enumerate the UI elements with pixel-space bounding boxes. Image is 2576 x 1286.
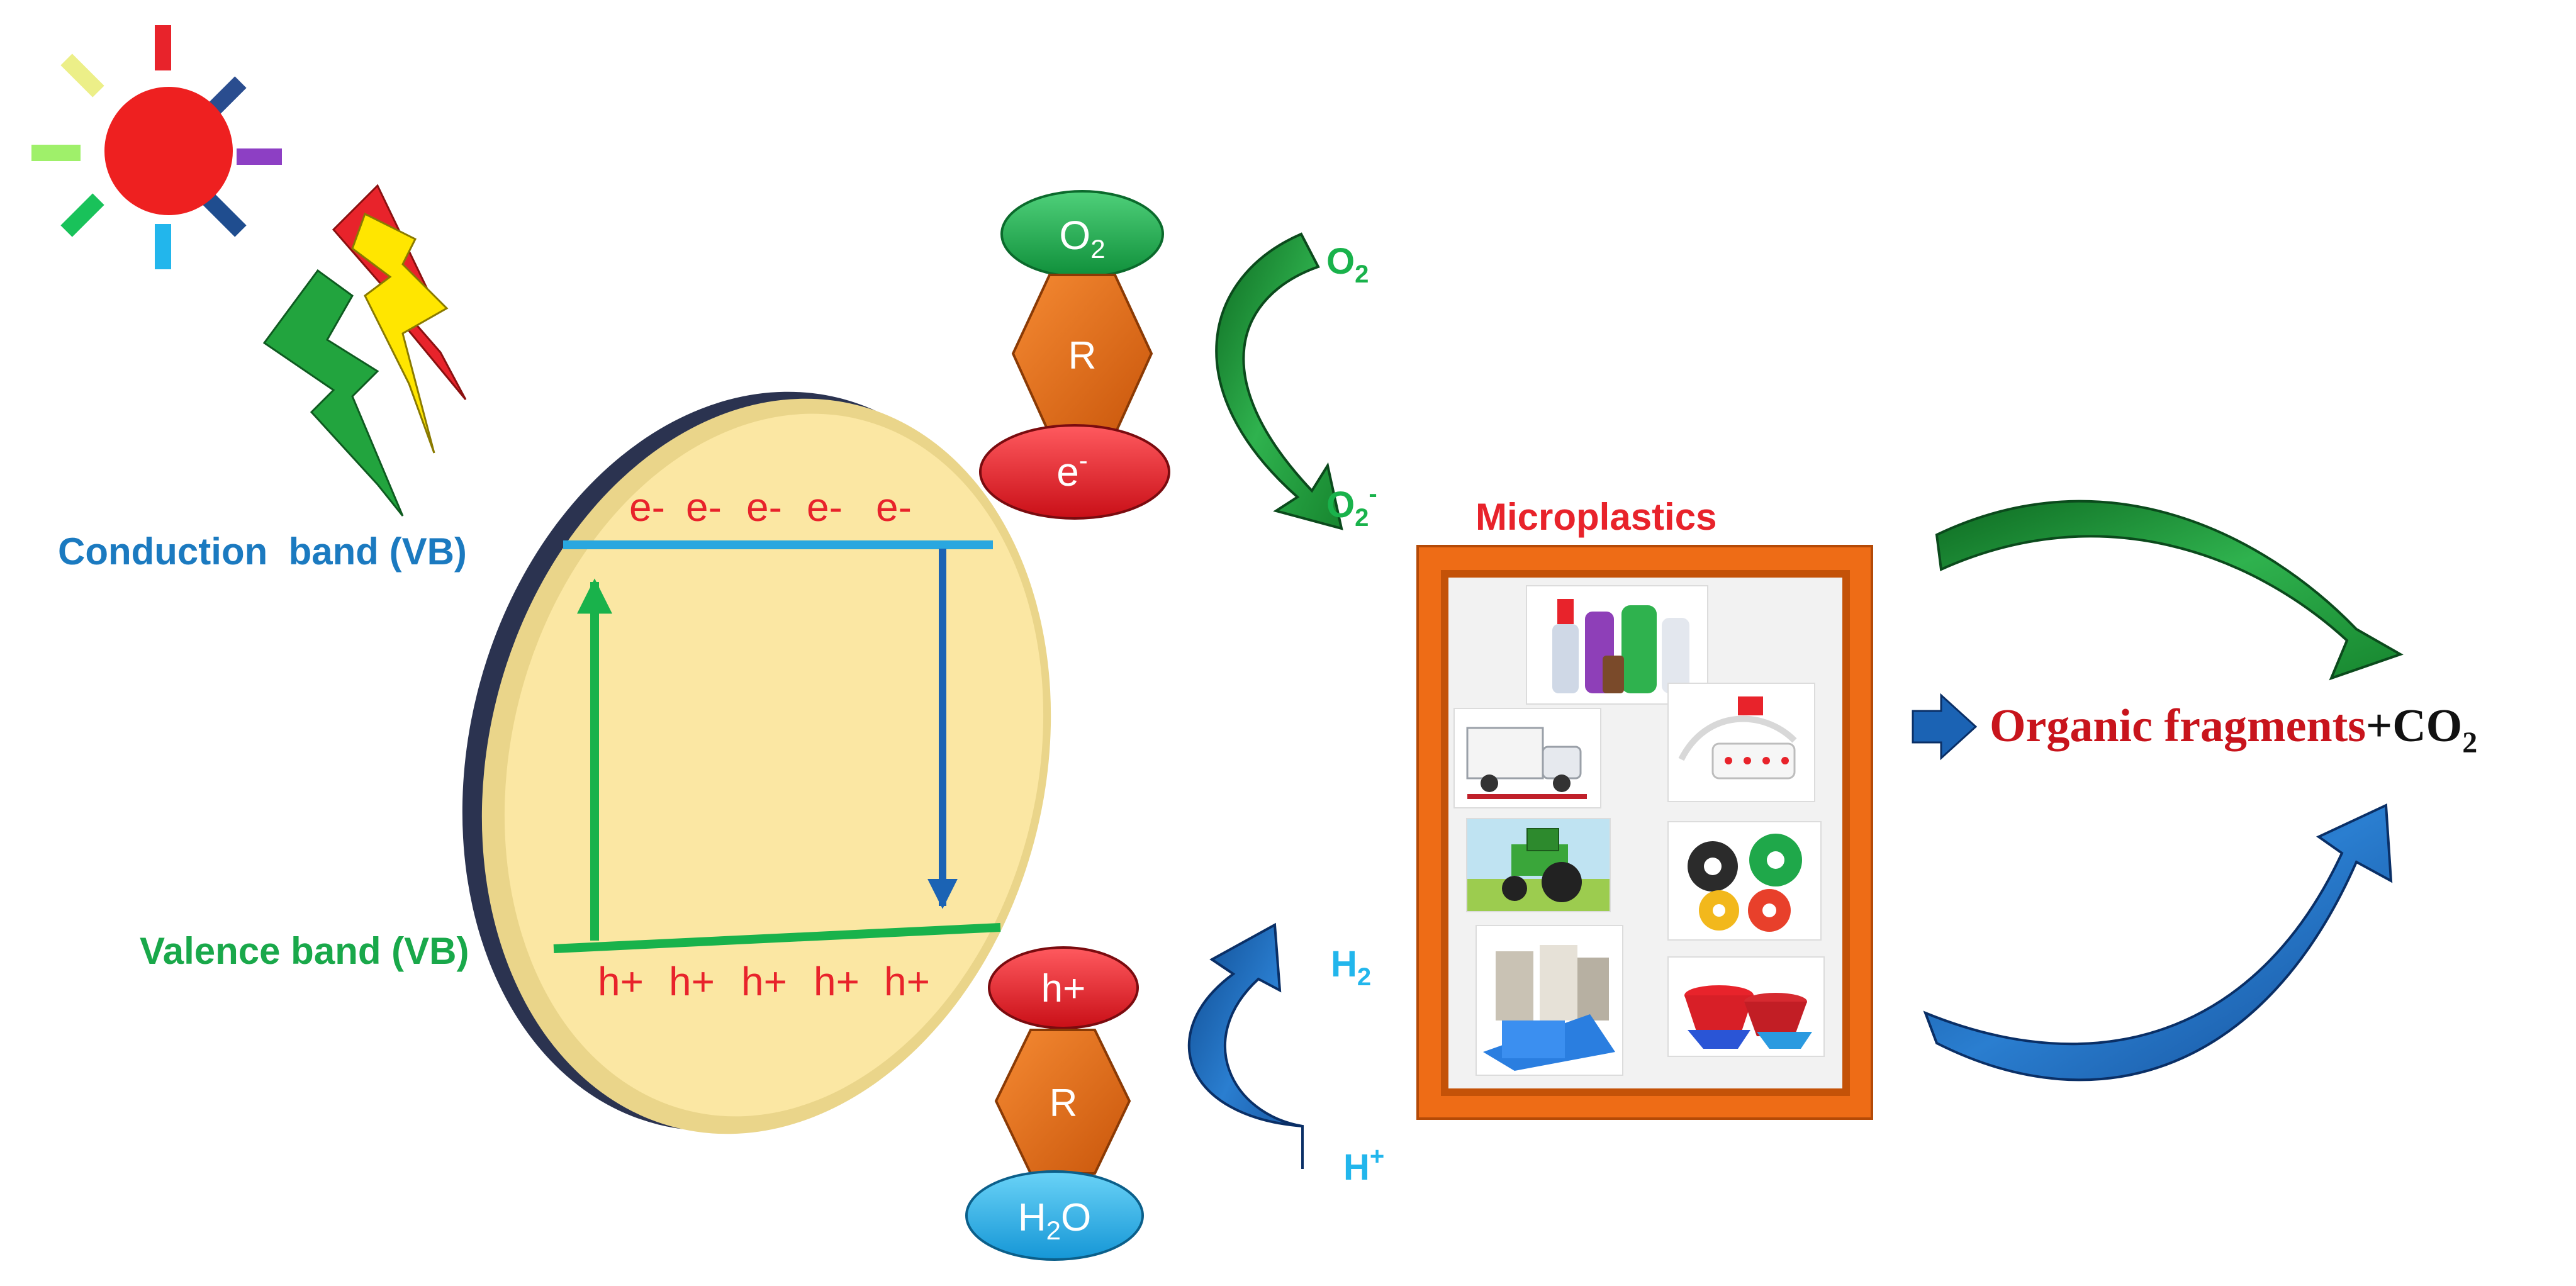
gears-icon — [1669, 822, 1820, 939]
ring-label: R — [1050, 1082, 1078, 1125]
basin-icon — [1669, 958, 1823, 1056]
to-products-arrow — [1912, 693, 1978, 761]
superoxide-superscript: - — [1369, 480, 1377, 508]
tractor-photo — [1466, 818, 1611, 912]
valence-band-label: Valence band (VB) — [140, 930, 469, 972]
green-product-arrow — [1935, 500, 2404, 681]
proton-label: H — [1343, 1147, 1370, 1188]
superoxide-subscript: 2 — [1355, 504, 1369, 532]
hole-label: h+ — [884, 959, 930, 1004]
svg-text:O2: O2 — [1326, 241, 1369, 288]
hole-label: h+ — [598, 959, 644, 1004]
oxygen-subscript: 2 — [1090, 234, 1105, 264]
truck-icon — [1455, 709, 1600, 807]
sun-icon — [31, 25, 282, 269]
h2-product-subscript: 2 — [1357, 963, 1371, 991]
water-o: O — [1061, 1196, 1091, 1239]
co2-label: +CO — [2366, 700, 2462, 752]
hydrogen-reduction-arrow — [1187, 922, 1304, 1169]
water-subscript: 2 — [1046, 1216, 1061, 1245]
hole-label: h+ — [741, 959, 787, 1004]
tractor-icon — [1467, 819, 1610, 911]
catalyst-particle — [462, 391, 1051, 1134]
hole-label: h+ — [814, 959, 860, 1004]
rubber-gears-photo — [1667, 821, 1822, 941]
svg-text:e-: e- — [1056, 445, 1088, 495]
electron-label: e- — [686, 484, 722, 530]
hole-row: h+ h+ h+ h+ h+ — [598, 959, 930, 1004]
hole-ellipse — [988, 946, 1139, 1029]
svg-text:H+: H+ — [1343, 1143, 1384, 1188]
electron-row: e- e- e- e- e- — [629, 484, 912, 530]
o2-reactant-subscript: 2 — [1355, 260, 1369, 288]
electron-superscript: - — [1079, 445, 1088, 475]
electron-label: e- — [629, 484, 665, 530]
reductant-complex: h+ R H2O — [965, 946, 1144, 1261]
water-ellipse — [965, 1170, 1144, 1261]
electron-symbol: e — [1056, 449, 1079, 495]
co2-subscript: 2 — [2462, 726, 2477, 759]
reactive-ring — [994, 1029, 1131, 1175]
plastic-bottles-photo — [1526, 585, 1708, 705]
delivery-trucks-photo — [1453, 708, 1601, 808]
film-roll-icon — [1477, 926, 1622, 1075]
power-strip-photo — [1667, 683, 1815, 802]
lightning-bolt-icon — [262, 184, 467, 517]
plastic-film-rolls-photo — [1476, 925, 1623, 1076]
electron-label: e- — [746, 484, 782, 530]
electron-label: e- — [876, 484, 912, 530]
hole-label: h+ — [669, 959, 715, 1004]
oxygen-label: O — [1059, 213, 1090, 258]
superoxide-label: O — [1326, 484, 1355, 525]
plastic-basins-photo — [1667, 956, 1825, 1057]
svg-text:H2O: H2O — [1018, 1196, 1091, 1245]
oxidant-complex: O2 R e- — [979, 190, 1170, 520]
svg-text:Organic fragments+CO2: Organic fragments+CO2 — [1990, 700, 2477, 759]
electron-label: e- — [807, 484, 843, 530]
power-strip-icon — [1669, 684, 1814, 801]
o2-reactant-label: O — [1326, 241, 1355, 282]
ring-label: R — [1068, 334, 1097, 377]
blue-product-arrow — [1923, 803, 2393, 1082]
conduction-band-label: Conduction band (VB) — [58, 530, 467, 573]
proton-superscript: + — [1370, 1143, 1384, 1170]
svg-text:O2-: O2- — [1326, 480, 1377, 532]
oxygen-reduction-arrow — [1215, 232, 1343, 530]
valence-band-line — [553, 923, 1001, 953]
hole-ellipse-label: h+ — [1041, 967, 1086, 1010]
organic-fragments-label: Organic fragments — [1990, 700, 2366, 752]
svg-text:O2: O2 — [1059, 213, 1105, 264]
h2-product-label: H — [1331, 944, 1357, 985]
electron-ellipse — [979, 424, 1170, 520]
microplastics-title: Microplastics — [1476, 496, 1716, 538]
water-h: H — [1018, 1196, 1046, 1239]
svg-text:H2: H2 — [1331, 944, 1371, 991]
